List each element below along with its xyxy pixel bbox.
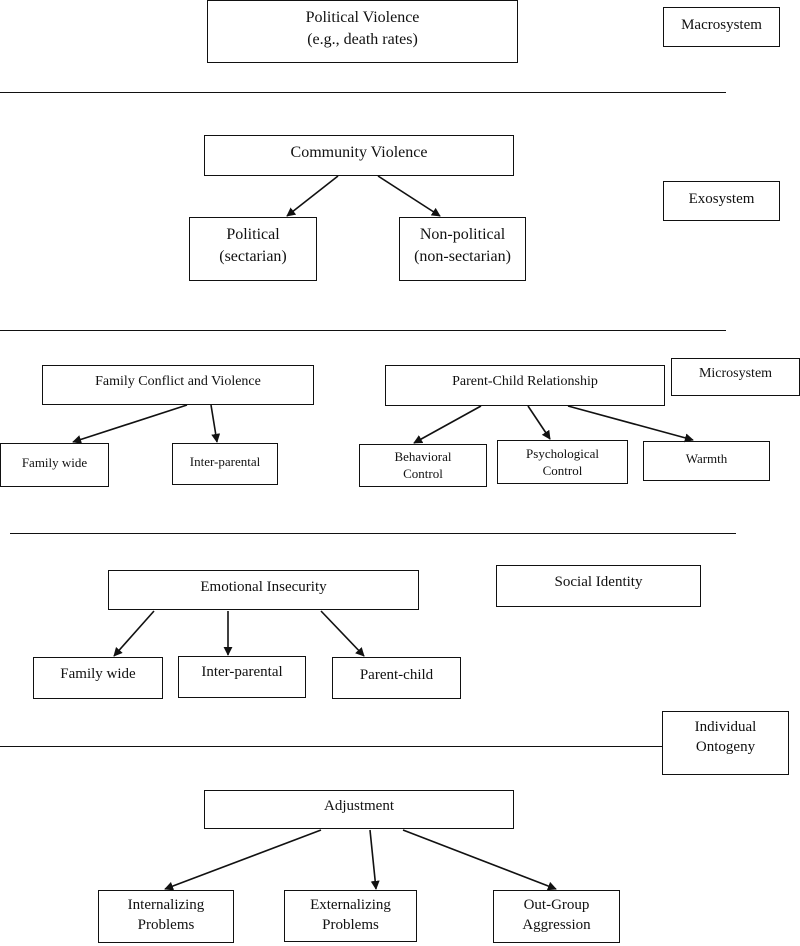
internalizing-problems-label: Problems xyxy=(137,916,195,933)
externalizing-box: Externalizing Problems xyxy=(284,890,417,942)
warmth-label: Warmth xyxy=(685,451,728,466)
ei-family-wide-box: Family wide xyxy=(33,657,163,699)
arrow-adjustment-to-externalizing xyxy=(369,829,380,890)
psychological-control-label: Control xyxy=(542,462,583,478)
separator-exo-micro xyxy=(0,330,726,331)
community-violence-label: Community Violence xyxy=(290,144,428,161)
arrow-pcr-to-warmth xyxy=(567,405,694,443)
arrow-pcr-to-behavioral xyxy=(413,405,482,444)
arrow-family-conflict-to-inter-parental xyxy=(210,404,221,443)
social-identity-label: Social Identity xyxy=(554,574,643,590)
arrow-ei-to-parent-child xyxy=(320,610,365,657)
arrow-adjustment-to-outgroup xyxy=(402,829,557,891)
family-wide-label: Family wide xyxy=(21,455,88,470)
political-sectarian-box: Political (sectarian) xyxy=(189,217,317,281)
political-violence-label: Political Violence xyxy=(305,9,420,26)
non-sectarian-label: (non-sectarian) xyxy=(414,247,511,265)
adjustment-box: Adjustment xyxy=(204,790,514,829)
family-wide-box: Family wide xyxy=(0,443,109,487)
separator-macro-exo xyxy=(0,92,726,93)
arrow-adjustment-to-internalizing xyxy=(164,829,322,891)
non-political-label: Non-political xyxy=(419,226,506,243)
microsystem-label-box: Microsystem xyxy=(671,358,800,396)
out-group-label: Out-Group xyxy=(523,897,590,913)
inter-parental-box: Inter-parental xyxy=(172,443,278,485)
arrow-family-conflict-to-family-wide xyxy=(72,404,188,444)
behavioral-control-box: Behavioral Control xyxy=(359,444,487,487)
macrosystem-label-box: Macrosystem xyxy=(663,7,780,47)
psychological-control-box: Psychological Control xyxy=(497,440,628,484)
ei-parent-child-box: Parent-child xyxy=(332,657,461,699)
arrow-community-to-political xyxy=(286,175,339,217)
ei-parent-child-label: Parent-child xyxy=(359,667,434,683)
externalizing-problems-label: Problems xyxy=(322,916,379,933)
sectarian-label: (sectarian) xyxy=(219,247,287,265)
arrow-community-to-nonpolitical xyxy=(377,175,441,217)
parent-child-relationship-label: Parent-Child Relationship xyxy=(452,374,598,389)
out-group-aggression-box: Out-Group Aggression xyxy=(493,890,620,943)
ei-family-wide-label: Family wide xyxy=(60,666,136,682)
parent-child-relationship-box: Parent-Child Relationship xyxy=(385,365,665,406)
aggression-label: Aggression xyxy=(522,916,591,933)
arrow-pcr-to-psychological xyxy=(527,405,551,440)
internalizing-box: Internalizing Problems xyxy=(98,890,234,943)
emotional-insecurity-label: Emotional Insecurity xyxy=(200,579,327,595)
individual-label: Individual xyxy=(694,719,757,735)
ei-inter-parental-label: Inter-parental xyxy=(201,664,283,680)
exosystem-label-box: Exosystem xyxy=(663,181,780,221)
externalizing-label: Externalizing xyxy=(310,897,391,913)
internalizing-label: Internalizing xyxy=(127,897,205,913)
macrosystem-label: Macrosystem xyxy=(681,17,762,33)
microsystem-label: Microsystem xyxy=(698,366,773,381)
community-violence-box: Community Violence xyxy=(204,135,514,176)
ontogeny-label: Ontogeny xyxy=(695,739,756,756)
adjustment-label: Adjustment xyxy=(324,798,394,814)
family-conflict-box: Family Conflict and Violence xyxy=(42,365,314,405)
behavioral-label: Behavioral xyxy=(394,449,452,464)
exosystem-label: Exosystem xyxy=(688,191,755,207)
separator-individual-adjustment xyxy=(0,746,662,747)
political-label: Political xyxy=(226,226,280,243)
social-identity-box: Social Identity xyxy=(496,565,701,607)
separator-micro-individual xyxy=(10,533,736,534)
emotional-insecurity-box: Emotional Insecurity xyxy=(108,570,419,610)
inter-parental-label: Inter-parental xyxy=(189,454,261,469)
warmth-box: Warmth xyxy=(643,441,770,481)
ei-inter-parental-box: Inter-parental xyxy=(178,656,306,698)
individual-ontogeny-box: Individual Ontogeny xyxy=(662,711,789,775)
political-violence-example: (e.g., death rates) xyxy=(307,30,418,48)
arrow-ei-to-family-wide xyxy=(113,610,155,657)
non-political-box: Non-political (non-sectarian) xyxy=(399,217,526,281)
political-violence-box: Political Violence (e.g., death rates) xyxy=(207,0,518,63)
family-conflict-label: Family Conflict and Violence xyxy=(95,374,261,389)
behavioral-control-label: Control xyxy=(403,465,443,481)
psychological-label: Psychological xyxy=(526,446,599,461)
